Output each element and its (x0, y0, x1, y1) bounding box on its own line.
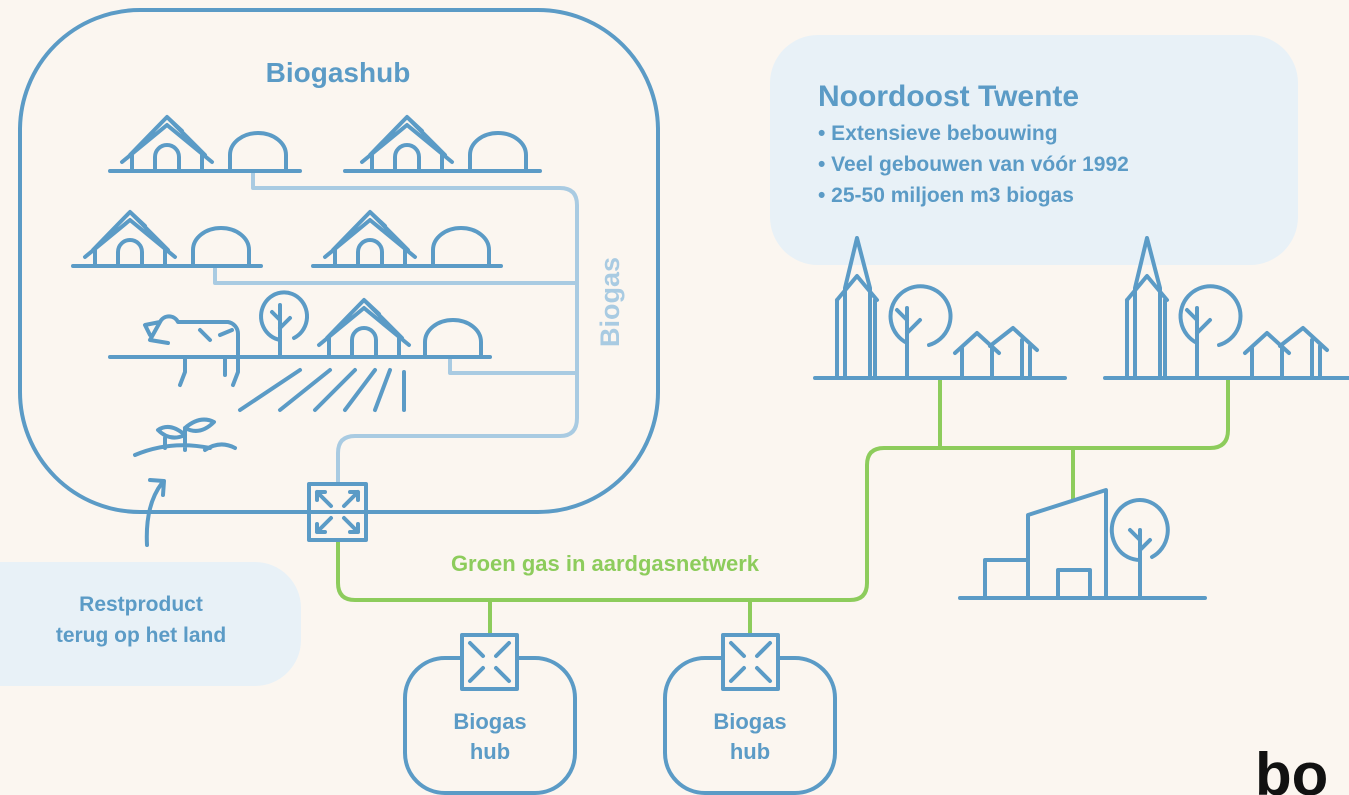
biogashub-boundary (18, 8, 660, 514)
tree-icon (888, 284, 953, 380)
valve-icon (307, 482, 368, 542)
region-bullet-2: • Veel gebouwen van vóór 1992 (818, 153, 1129, 176)
house-icon (953, 326, 1039, 380)
restproduct-panel (0, 562, 301, 686)
tree-icon (259, 290, 310, 359)
region-bullet-1: • Extensieve bebouwing (818, 122, 1058, 145)
digester-dome-icon (343, 131, 542, 173)
restproduct-line-2: terug op het land (56, 624, 226, 647)
house-icon (1243, 326, 1329, 380)
logo: bo (1255, 741, 1328, 795)
digester-dome-icon (108, 131, 302, 173)
church-icon (813, 236, 1067, 380)
valve-icon (721, 633, 780, 691)
biogas-pipe-label: Biogas (595, 257, 625, 347)
farm-barn-icon (323, 210, 417, 268)
region-title: Noordoost Twente (818, 80, 1079, 113)
small-hub-2-line-2: hub (730, 739, 770, 764)
restproduct-line-1: Restproduct (79, 593, 203, 616)
small-hub-1-line-2: hub (470, 739, 510, 764)
field-furrows-icon (238, 368, 406, 412)
biogas-pipes (213, 170, 579, 482)
farm-barn-icon (120, 115, 214, 173)
region-bullet-3: • 25-50 miljoen m3 biogas (818, 184, 1074, 207)
building-icon (958, 488, 1207, 600)
valve-icon (460, 633, 519, 691)
hub-title: Biogashub (266, 57, 411, 88)
region-panel (770, 35, 1298, 265)
small-hub-1-line-1: Biogas (453, 709, 526, 734)
digester-dome-icon (423, 318, 483, 359)
green-gas-label: Groen gas in aardgasnetwerk (451, 551, 760, 576)
digester-dome-icon (311, 226, 503, 268)
cow-icon (143, 314, 241, 387)
digester-dome-icon (71, 226, 263, 268)
sprout-icon (133, 417, 237, 457)
farm-barn-icon (317, 298, 411, 357)
farm-barn-icon (83, 210, 177, 268)
small-hub-2-line-1: Biogas (713, 709, 786, 734)
green-gas-pipes (336, 380, 1230, 635)
church-icon (1103, 236, 1349, 380)
arrow-up-icon (144, 478, 166, 547)
farm-barn-icon (360, 115, 454, 173)
tree-icon (1178, 284, 1243, 380)
